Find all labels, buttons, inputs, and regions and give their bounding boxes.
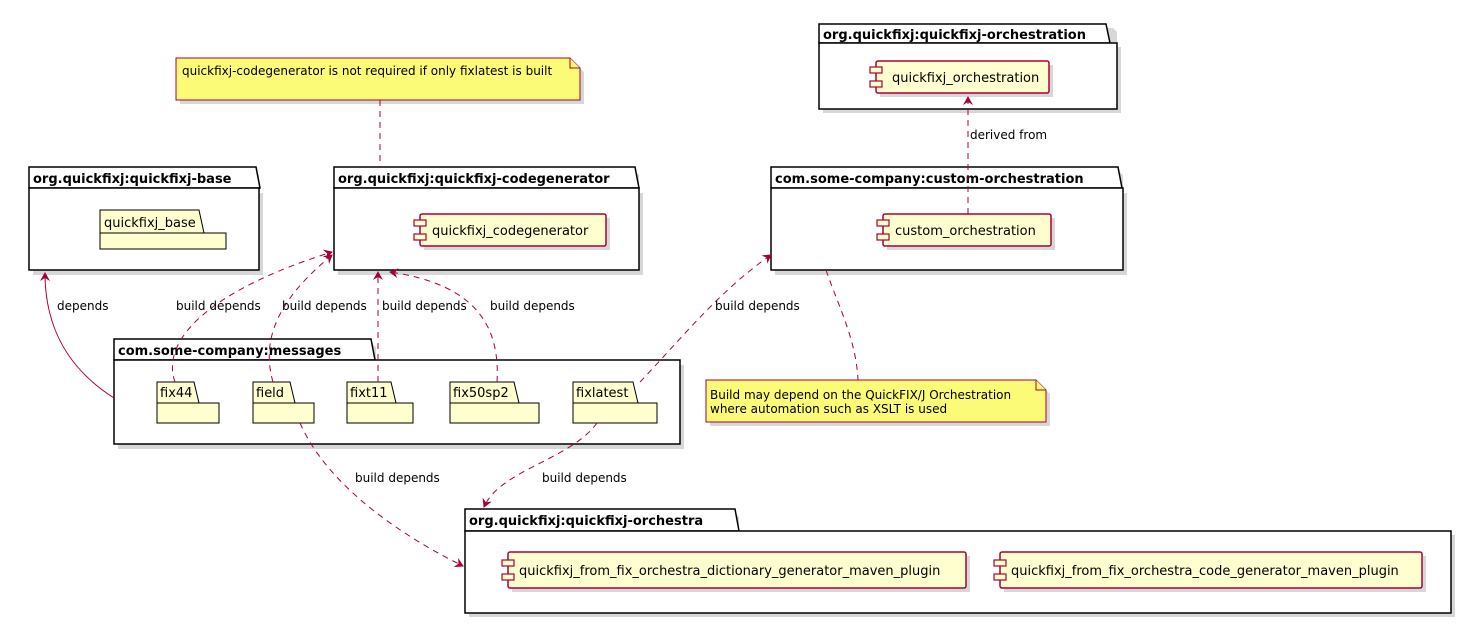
edge-label-fix50sp2-build-depends: build depends (490, 299, 575, 313)
folder-fixt11[interactable]: fixt11 (346, 381, 414, 424)
component-label: custom_orchestration (895, 224, 1036, 239)
folder-label: fixlatest (576, 386, 628, 401)
note-text: quickfixj-codegenerator is not required … (182, 64, 552, 78)
edge-label-fixt11-build-depends: build depends (382, 299, 467, 313)
folder-label: fix50sp2 (453, 386, 509, 401)
component-label: quickfixj_codegenerator (432, 224, 589, 239)
folder-label: quickfixj_base (104, 216, 196, 231)
component-custom-orchestration[interactable]: custom_orchestration (876, 213, 1055, 250)
folder-quickfixj-base[interactable]: quickfixj_base (99, 209, 227, 250)
note-text-line1: Build may depend on the QuickFIX/J Orche… (710, 388, 1011, 402)
edge-label-fix44-build-depends: build depends (176, 299, 261, 313)
folder-fixlatest[interactable]: fixlatest (572, 381, 658, 424)
note-text-line2: where automation such as XSLT is used (710, 402, 947, 416)
package-title: com.some-company:custom-orchestration (775, 172, 1084, 187)
folder-label: fix44 (160, 386, 192, 401)
edge-depends-base (40, 272, 115, 399)
package-quickfixj-orchestra: org.quickfixj:quickfixj-orchestra (464, 508, 1455, 617)
component-label: quickfixj_from_fix_orchestra_dictionary_… (519, 564, 940, 579)
edge-label-field-orchestra-build-depends: build depends (355, 471, 440, 485)
edge-fixlatest-custom-orchestration (639, 254, 772, 383)
note-orchestration: Build may depend on the QuickFIX/J Orche… (705, 379, 1050, 426)
component-label: quickfixj_orchestration (892, 71, 1039, 86)
edge-custom-orchestration-note (825, 269, 859, 381)
note-codegenerator: quickfixj-codegenerator is not required … (175, 57, 584, 104)
folder-field[interactable]: field (252, 381, 315, 424)
edge-fixlatest-orchestra (482, 422, 598, 508)
package-title: org.quickfixj:quickfixj-codegenerator (338, 172, 610, 187)
edge-label-depends: depends (57, 299, 108, 313)
folder-fix50sp2[interactable]: fix50sp2 (449, 381, 540, 424)
package-title: org.quickfixj:quickfixj-orchestra (469, 514, 703, 529)
component-label: quickfixj_from_fix_orchestra_code_genera… (1011, 564, 1399, 579)
component-dictionary-generator[interactable]: quickfixj_from_fix_orchestra_dictionary_… (501, 551, 970, 592)
package-title: org.quickfixj:quickfixj-base (33, 172, 232, 187)
edge-fix50sp2-codegenerator (389, 268, 498, 383)
folder-fix44[interactable]: fix44 (156, 381, 220, 424)
edge-fix44-codegenerator (171, 249, 333, 383)
edge-label-fixlatest-orchestra-build-depends: build depends (542, 471, 627, 485)
edge-label-field-build-depends: build depends (282, 299, 367, 313)
package-quickfixj-orchestration: org.quickfixj:quickfixj-orchestration (818, 23, 1121, 113)
package-title: com.some-company:messages (118, 344, 341, 359)
folder-label: field (256, 386, 284, 401)
edge-label-fixlatest-build-depends: build depends (715, 299, 800, 313)
component-quickfixj-codegenerator[interactable]: quickfixj_codegenerator (413, 213, 610, 250)
component-quickfixj-orchestration[interactable]: quickfixj_orchestration (869, 60, 1053, 97)
edge-label-derived-from: derived from (970, 128, 1047, 142)
folder-label: fixt11 (350, 386, 388, 401)
package-custom-orchestration: com.some-company:custom-orchestration (770, 166, 1127, 275)
component-code-generator[interactable]: quickfixj_from_fix_orchestra_code_genera… (993, 551, 1426, 592)
package-title: org.quickfixj:quickfixj-orchestration (823, 28, 1086, 43)
edge-field-orchestra (299, 422, 464, 567)
